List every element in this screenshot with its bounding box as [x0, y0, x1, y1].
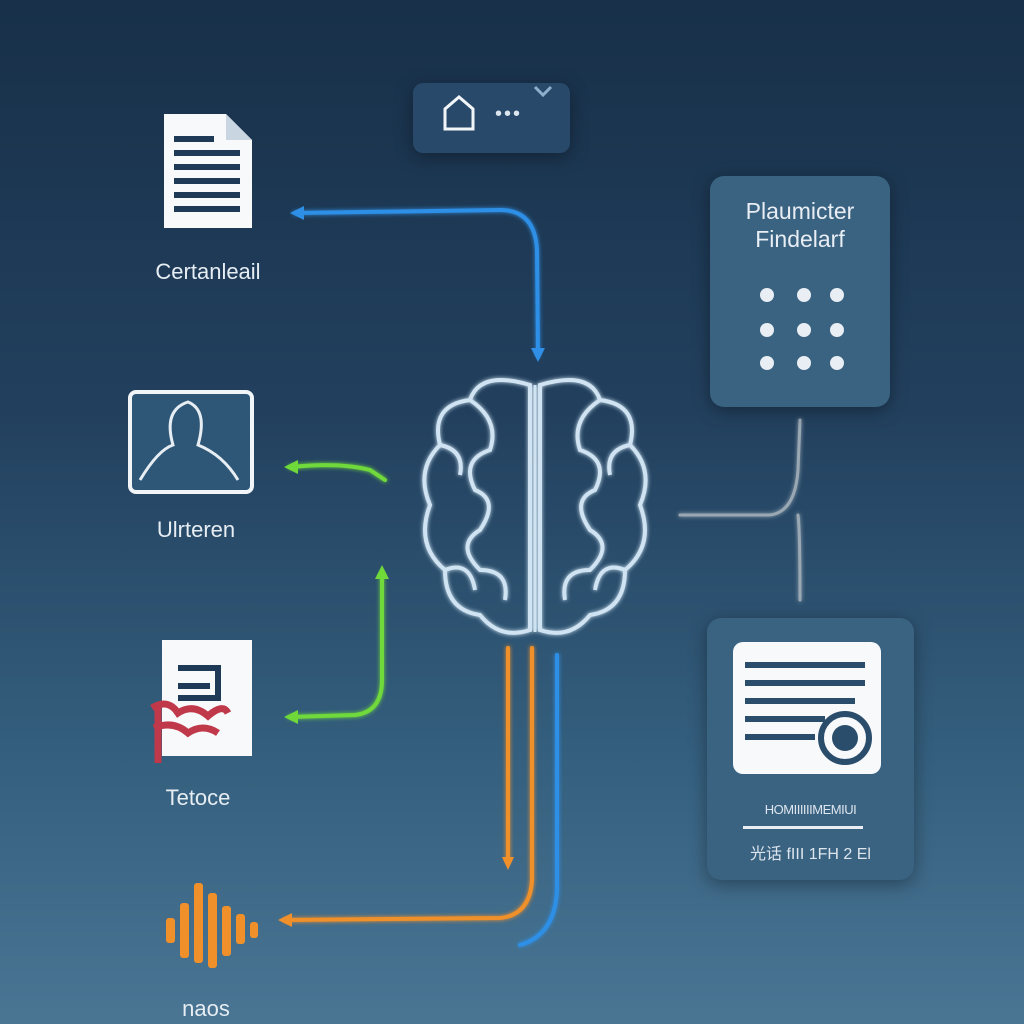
blue-arrow-document [293, 207, 540, 357]
document-icon[interactable] [160, 110, 256, 232]
brain-icon [422, 378, 648, 635]
home-icon[interactable] [441, 93, 477, 133]
certificate-document-icon [733, 642, 881, 774]
text-document-icon[interactable] [148, 638, 256, 768]
blue-line-brain [518, 653, 559, 947]
panel-caption-line1: HOMIIIIIIMEMIUI [764, 802, 857, 817]
panel-title-line1: Plaumicter [745, 198, 855, 224]
more-dots[interactable]: ••• [495, 103, 523, 125]
output-panel-bottom[interactable]: HOMIIIIIIMEMIUI 光话 fIII 1FH 2 El [707, 618, 914, 880]
panel-caption-line2: 光话 fIII 1FH 2 El [750, 846, 871, 863]
orange-arrow-audio [283, 646, 534, 922]
panel-divider [743, 826, 863, 829]
audio-waveform-icon[interactable] [162, 878, 262, 973]
input-label-text: Tetoce [165, 785, 231, 810]
panel-title-line2: Findelarf [755, 226, 845, 252]
input-label-audio: naos [182, 996, 230, 1021]
output-panel-top[interactable]: Plaumicter Findelarf [710, 176, 890, 407]
gray-connector [678, 418, 802, 602]
image-icon[interactable] [128, 390, 254, 494]
chevron-down-icon[interactable] [533, 85, 553, 99]
green-arrow-text [288, 573, 384, 719]
green-arrow-image [288, 463, 387, 482]
top-toolbar[interactable]: ••• [413, 83, 570, 153]
input-label-image: Ulrteren [156, 517, 236, 542]
input-label-document: Certanleail [155, 259, 261, 284]
